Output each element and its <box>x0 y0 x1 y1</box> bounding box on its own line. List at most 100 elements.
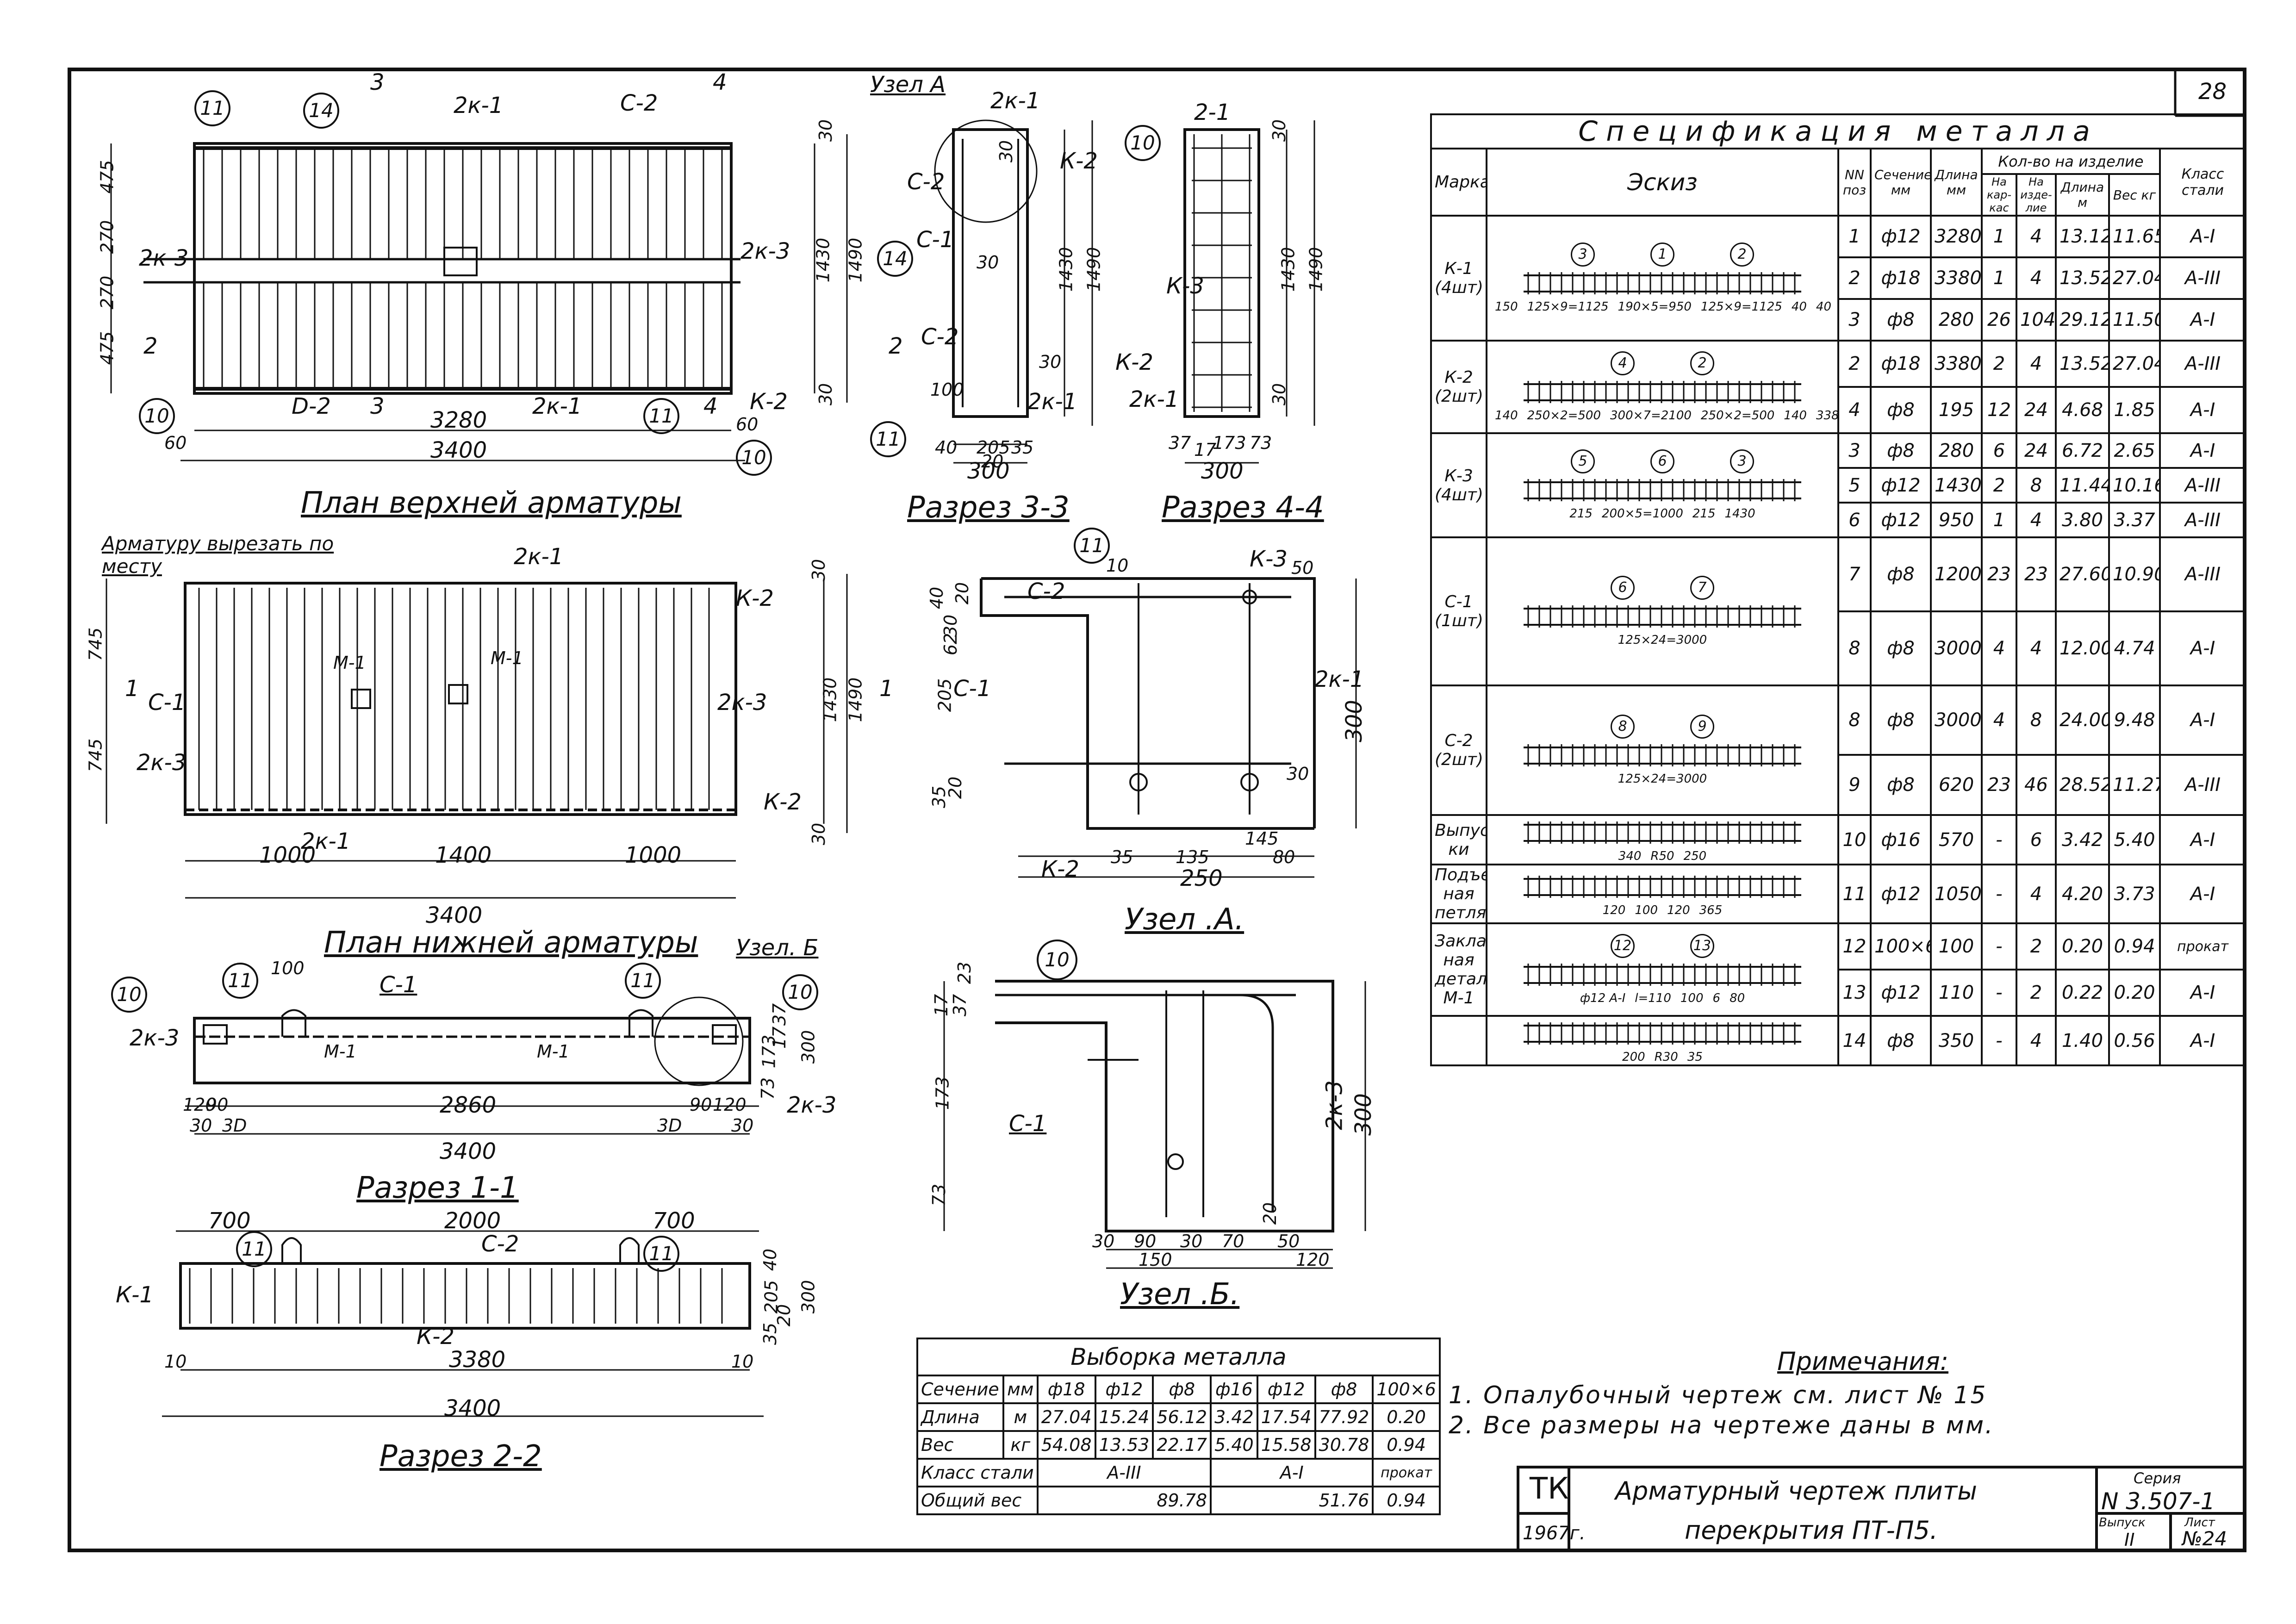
node-b-ref: Узел. Б <box>736 935 819 961</box>
title-block-series: N 3.507-1 <box>2101 1488 2215 1515</box>
spec-sketch-callout: 12 <box>1611 933 1635 958</box>
spec-sketch-dim: 365 <box>1699 903 1723 917</box>
spec-cell-qty2: 24 <box>2016 386 2057 434</box>
dim: 30 <box>977 252 999 273</box>
spec-cell-class: А-I <box>2159 386 2247 434</box>
node-a-label: К-2 <box>1041 856 1079 882</box>
dim: 300 <box>1201 458 1244 484</box>
spec-sketch-callout: 3 <box>1571 242 1595 267</box>
node-a-title: Узел .А. <box>1125 902 1244 937</box>
dim: 3400 <box>440 1139 497 1164</box>
dim: 700 <box>653 1208 695 1234</box>
node-a-label: К-3 <box>1250 546 1288 572</box>
callout-11: 11 <box>222 963 258 999</box>
spec-cell-section: ф12 <box>1870 969 1932 1017</box>
plan-top-drawing <box>110 134 848 461</box>
dim: 30 <box>996 140 1017 163</box>
spec-cell-pos: 13 <box>1837 969 1872 1017</box>
spec-cell-class: А-III <box>2159 340 2247 388</box>
spec-cell-qty1: 1 <box>1981 215 2017 258</box>
spec-cell-weight: 3.37 <box>2108 502 2161 538</box>
spec-cell-class: А-I <box>2159 215 2247 258</box>
spec-cell-qty1: 2 <box>1981 467 2017 504</box>
spec-cell-section: ф12 <box>1870 502 1932 538</box>
spec-cell-weight: 10.90 <box>2108 536 2161 612</box>
spec-cell-len-m: 0.20 <box>2055 922 2110 971</box>
spec-cell-qty2: 2 <box>2016 922 2057 971</box>
spec-cell-length: 1200 <box>1930 536 1983 612</box>
spec-cell-length: 350 <box>1930 1015 1983 1066</box>
spec-sketch-callout: 8 <box>1611 714 1635 739</box>
spec-sketch-callout: 5 <box>1571 449 1595 473</box>
dim: 73 <box>758 1077 778 1100</box>
spec-sketch-figure <box>1524 744 1801 766</box>
spec-cell-len-m: 24.00 <box>2055 684 2110 756</box>
title-block-sheet: №24 <box>2182 1527 2228 1550</box>
sec33-title: Разрез 3-3 <box>907 491 1070 525</box>
spec-cell-weight: 11.65 <box>2108 215 2161 258</box>
spec-header-pos: NN поз <box>1837 148 1872 217</box>
plan-top-label: С-2 <box>620 90 658 116</box>
spec-mark-count: (4шт) <box>1435 278 1483 297</box>
spec-cell-section: ф12 <box>1870 467 1932 504</box>
spec-header-qty: Кол-во на изделие <box>1981 148 2161 175</box>
dim: 20 <box>952 582 973 605</box>
spec-sketch-figure <box>1524 821 1801 844</box>
spec-header-class: Класс стали <box>2159 148 2247 217</box>
sample-row-label: Вес <box>916 1430 1004 1460</box>
dim: 1430 <box>820 677 840 722</box>
spec-header-len-m: Длина м <box>2055 173 2110 217</box>
dim: 20 <box>981 451 1004 472</box>
dim: 700 <box>208 1208 251 1234</box>
spec-cell-pos: 3 <box>1837 432 1872 469</box>
dim: 20 <box>945 776 966 799</box>
dim: 3400 <box>430 437 487 463</box>
dim: 30 <box>815 119 836 142</box>
dim: 10 <box>731 1351 754 1372</box>
spec-cell-len-m: 6.72 <box>2055 432 2110 469</box>
spec-sketch-dim: 125×24=3000 <box>1618 772 1707 786</box>
spec-mark: С-1(1шт) <box>1430 536 1487 686</box>
sample-cell: 0.94 <box>1372 1430 1441 1460</box>
plan-top-label: 2к-3 <box>740 238 790 264</box>
spec-cell-qty1: 2 <box>1981 340 2017 388</box>
spec-cell-len-m: 0.22 <box>2055 969 2110 1017</box>
dim: 300 <box>967 458 1010 484</box>
spec-sketch-dim: 6 <box>1712 991 1721 1005</box>
section-mark: 3 <box>370 69 385 95</box>
spec-cell-section: ф12 <box>1870 215 1932 258</box>
spec-mark-label: С-1 <box>1444 592 1473 611</box>
spec-cell-pos: 1 <box>1837 215 1872 258</box>
sec33-label: С-2 <box>921 324 959 350</box>
note-item: 1. Опалубочный чертеж см. лист № 15 <box>1449 1381 1987 1409</box>
dim: 30 <box>1269 119 1290 142</box>
dim: 173 <box>1213 433 1246 453</box>
spec-sketch-callout: 7 <box>1690 575 1714 600</box>
plan-bottom-label: М-1 <box>333 653 366 673</box>
spec-cell-qty1: 4 <box>1981 684 2017 756</box>
dim: 73 <box>929 1183 950 1207</box>
sample-cell: 54.08 <box>1036 1430 1096 1460</box>
spec-cell-len-m: 3.42 <box>2055 814 2110 865</box>
spec-mark: С-2(2шт) <box>1430 684 1487 816</box>
plan-bottom-title: План нижней арматуры <box>324 926 698 960</box>
dim: 150 <box>1139 1250 1172 1270</box>
dim: 3400 <box>426 902 483 928</box>
sample-cell: 15.24 <box>1094 1402 1154 1432</box>
sec22-label: К-2 <box>417 1324 454 1350</box>
spec-sketch-dim: 100 <box>1635 903 1658 917</box>
spec-cell-len-m: 4.20 <box>2055 864 2110 924</box>
spec-cell-class: А-I <box>2159 969 2247 1017</box>
spec-sketch-callout: 6 <box>1650 449 1674 473</box>
dim: 17 <box>931 994 952 1017</box>
plan-bottom-label: М-1 <box>491 648 523 668</box>
dim: 35 <box>1111 847 1133 867</box>
spec-table: Спецификация металла Марка Эскиз NN поз … <box>1430 113 2247 1066</box>
sec44-label: К-3 <box>1166 273 1204 299</box>
sample-unit: м <box>1002 1402 1039 1432</box>
dim: 10 <box>1106 555 1129 576</box>
